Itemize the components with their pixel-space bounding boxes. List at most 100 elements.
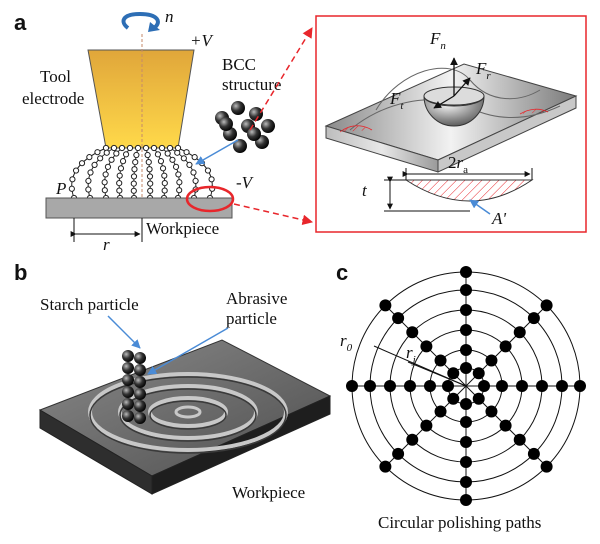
chain-particle	[147, 187, 154, 194]
path-dot	[460, 362, 472, 374]
area-pointer-arrow	[469, 199, 491, 215]
chain-particle	[117, 165, 125, 172]
chain-particle	[191, 154, 198, 161]
starch-ball	[134, 376, 146, 388]
chain-particle	[144, 151, 151, 159]
path-dot	[364, 380, 376, 392]
force-normal-label: Fn	[429, 29, 446, 52]
starch-pointer-arrow	[107, 315, 141, 349]
panel-a-letter: a	[14, 10, 27, 35]
rotation-arrowhead-icon	[148, 22, 160, 32]
chain-particle	[122, 151, 130, 158]
rotation-label: n	[165, 7, 174, 26]
chain-particle	[192, 177, 199, 184]
path-dot	[406, 326, 419, 339]
chain-particle	[86, 154, 93, 161]
path-dot	[460, 344, 472, 356]
chain-particle	[116, 187, 123, 194]
chain-particle	[116, 180, 123, 187]
chain-particle	[174, 144, 182, 152]
path-dot	[513, 433, 526, 446]
path-dot	[499, 419, 512, 432]
bcc-ball	[247, 127, 261, 141]
workpiece-plate	[45, 197, 233, 219]
path-dot	[434, 354, 447, 367]
path-dot	[574, 380, 586, 392]
tool-label-line1: Tool	[40, 67, 71, 86]
path-dot	[516, 380, 528, 392]
panel-c-letter: c	[336, 260, 348, 285]
chain-particle	[161, 180, 168, 187]
path-dot	[513, 326, 526, 339]
path-dot	[478, 380, 490, 392]
chain-particle	[142, 144, 150, 152]
panel-b-letter: b	[14, 260, 27, 285]
path-dot	[540, 460, 553, 473]
path-dot	[527, 312, 540, 325]
point-p-label: P	[55, 179, 66, 198]
highlight-ellipse	[185, 185, 235, 213]
chain-particle	[130, 173, 138, 180]
tool-label-line2: electrode	[22, 89, 84, 108]
path-dot	[442, 380, 454, 392]
bcc-ball	[231, 101, 245, 115]
path-dot	[485, 354, 498, 367]
starch-ball	[122, 398, 134, 410]
path-dot	[485, 405, 498, 418]
chain-particle	[130, 187, 137, 194]
bcc-ball	[233, 139, 247, 153]
chain-particle	[169, 156, 176, 163]
chain-particle	[133, 151, 140, 159]
bcc-pointer-arrow	[195, 139, 239, 165]
path-dot	[496, 380, 508, 392]
chain-particle	[116, 172, 123, 179]
path-dot	[472, 392, 485, 405]
chain-particle	[118, 144, 126, 152]
path-dot	[420, 419, 433, 432]
chain-particle	[159, 165, 167, 172]
path-dot	[556, 380, 568, 392]
path-dot	[460, 416, 472, 428]
cross-section	[404, 179, 534, 202]
area-label: A'	[491, 209, 506, 228]
chain-particle	[190, 169, 197, 176]
starch-particle-chain	[122, 350, 146, 424]
chain-particle	[104, 163, 112, 170]
path-dot	[384, 380, 396, 392]
path-dot	[460, 304, 472, 316]
chain-particle	[146, 166, 153, 173]
bcc-cluster	[215, 101, 275, 153]
path-dot	[460, 266, 472, 278]
chain-particle	[130, 180, 137, 187]
workpiece-label-a: Workpiece	[146, 219, 219, 238]
chain-particle	[164, 150, 171, 157]
path-dot	[346, 380, 358, 392]
chain-particle	[176, 187, 183, 194]
chain-particle	[161, 187, 168, 194]
chain-particle	[180, 155, 187, 162]
r0-label: r0	[340, 331, 353, 354]
chain-particle	[154, 151, 162, 158]
chain-particle	[204, 167, 212, 174]
path-dot	[424, 380, 436, 392]
path-dot	[447, 392, 460, 405]
path-dot	[420, 340, 433, 353]
bcc-label-line2: structure	[222, 75, 281, 94]
chain-particle	[102, 171, 109, 178]
chain-particle	[94, 149, 101, 156]
chain-particle	[101, 187, 108, 194]
path-dot	[460, 456, 472, 468]
chain-particle	[85, 186, 92, 193]
force-tangential-label: Ft	[389, 89, 404, 112]
inset-frame	[315, 15, 587, 233]
starch-ball	[122, 350, 134, 362]
workpiece-label-b: Workpiece	[232, 483, 305, 502]
depth-label: t	[362, 181, 368, 200]
starch-ball	[122, 386, 134, 398]
chain-particle	[68, 185, 75, 192]
path-dot	[379, 460, 392, 473]
path-dot	[460, 476, 472, 488]
chain-particle	[166, 144, 174, 152]
minus-voltage-label: -V	[236, 173, 255, 192]
